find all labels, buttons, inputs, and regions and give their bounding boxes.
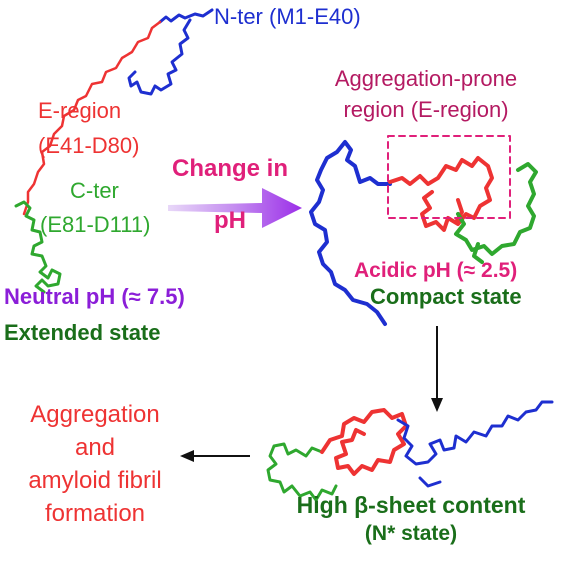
aggregation-line-3: amyloid fibril — [28, 467, 162, 495]
e-region-range-label: (E41-D80) — [38, 133, 140, 158]
compact-state-structure — [309, 135, 538, 326]
change-in-ph-line-2: pH — [214, 206, 246, 234]
aggregation-line-1: Aggregation — [30, 401, 160, 428]
high-beta-line-1: High β-sheet content — [296, 492, 526, 518]
neutral-ph-label: Neutral pH (≈ 7.5) — [4, 284, 185, 309]
ph-change-arrow — [168, 188, 302, 228]
compact-c-ter-chain — [454, 162, 538, 264]
extended-state-structure — [14, 8, 214, 294]
nstar-e-region-chain — [320, 408, 408, 476]
high-beta-label: High β-sheet content (N* state) — [262, 492, 560, 547]
aggregation-line-4: formation — [44, 500, 146, 528]
extended-e-region-chain — [22, 20, 162, 216]
extended-c-ter-chain — [14, 200, 62, 294]
c-ter-range-label: (E81-D111) — [40, 212, 151, 237]
e-region-label: E-region — [38, 98, 122, 123]
aggregation-line-2: and — [74, 434, 116, 462]
high-beta-line-2: (N* state) — [364, 522, 458, 546]
down-arrow — [431, 326, 443, 412]
extended-state-label: Extended state — [4, 320, 161, 345]
change-in-ph-line-1: Change in — [171, 155, 288, 182]
acidic-ph-label: Acidic pH (≈ 2.5) — [354, 259, 518, 282]
aggregation-prone-box — [387, 135, 511, 219]
aggregation-outcome-label: Aggregation and amyloid fibril formation — [0, 398, 190, 530]
compact-n-ter-chain — [309, 140, 392, 326]
nstar-c-ter-chain — [266, 442, 338, 502]
aggregation-prone-line-1: Aggregation-prone — [334, 66, 518, 91]
n-star-state-structure — [266, 400, 554, 502]
nstar-n-ter-chain — [396, 400, 554, 488]
change-in-ph-label: Change in pH — [156, 155, 304, 234]
left-arrow — [180, 450, 250, 462]
aggregation-prone-line-2: region (E-region) — [343, 97, 509, 123]
extended-n-ter-chain — [127, 8, 214, 96]
aggregation-prone-label: Aggregation-prone region (E-region) — [296, 66, 556, 123]
c-ter-label: C-ter — [70, 178, 119, 203]
compact-e-region-chain — [388, 156, 494, 232]
compact-state-label: Compact state — [370, 284, 522, 309]
n-ter-label: N-ter (M1-E40) — [214, 4, 361, 29]
